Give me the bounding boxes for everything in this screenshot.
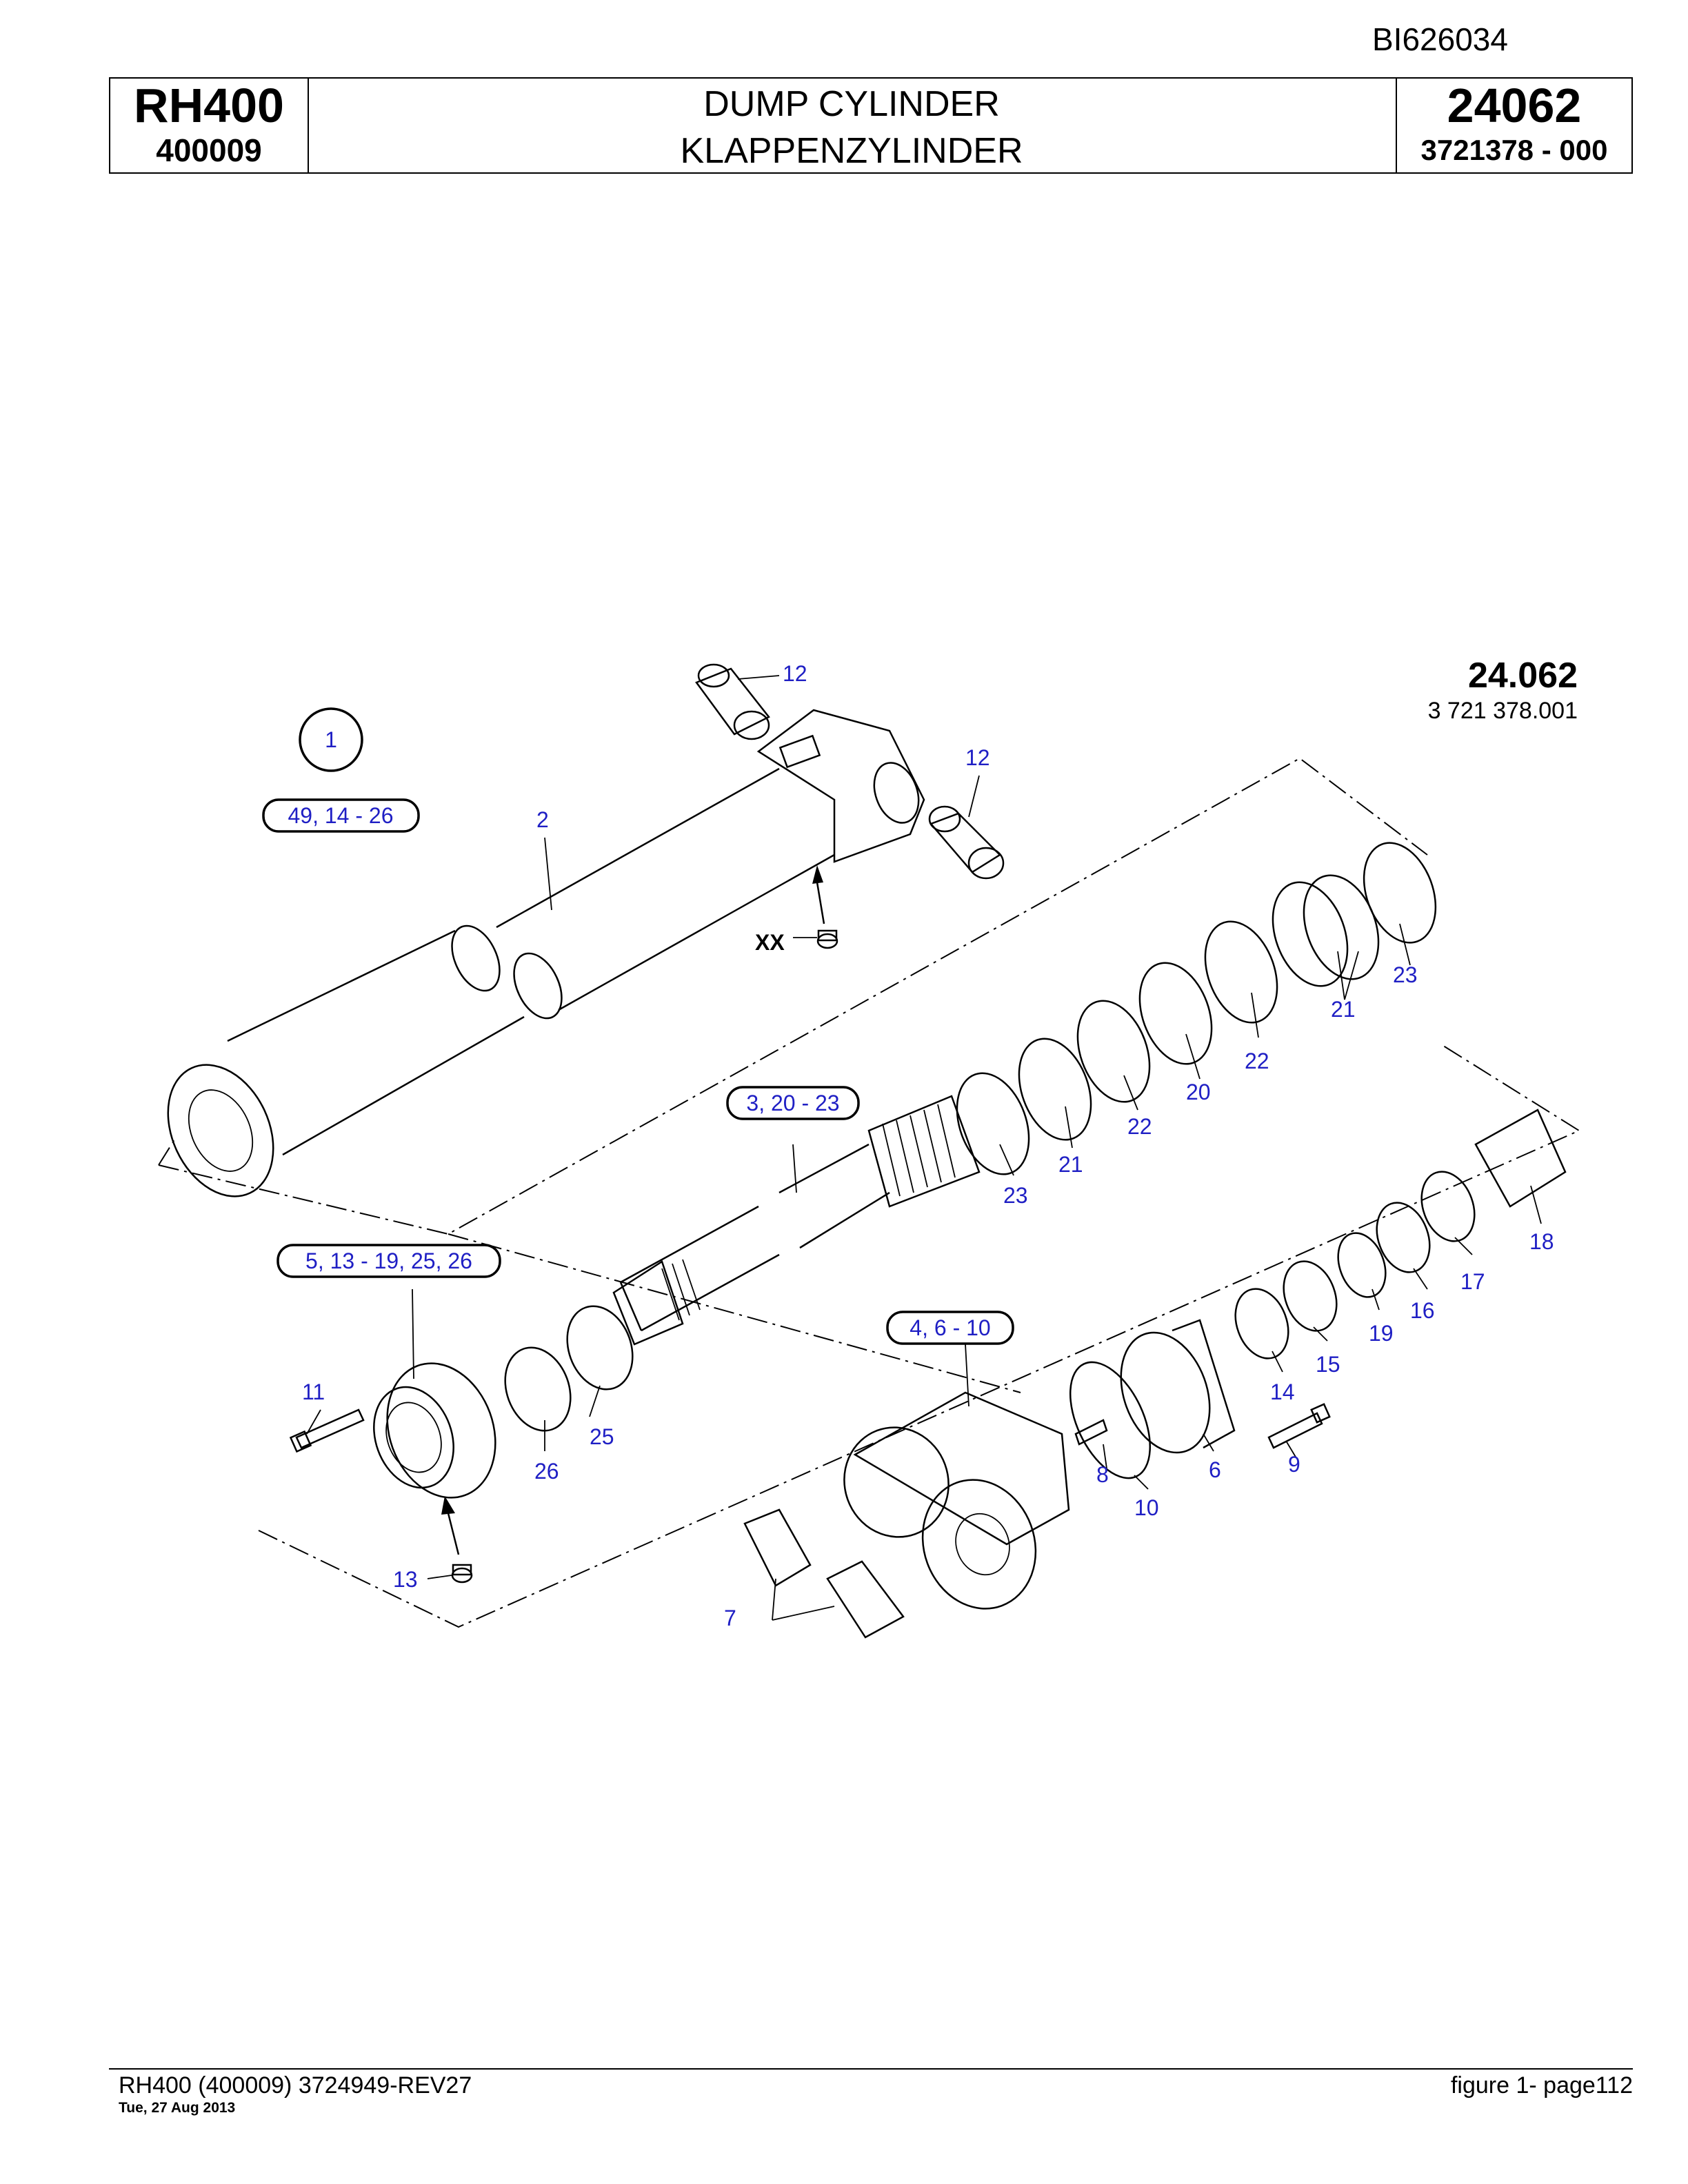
svg-text:21: 21 xyxy=(1331,997,1356,1022)
svg-text:23: 23 xyxy=(1003,1183,1028,1208)
callout-box-eye: 4, 6 - 10 xyxy=(886,1311,1014,1345)
svg-text:10: 10 xyxy=(1134,1495,1159,1520)
bolt-9 xyxy=(1267,1403,1331,1449)
svg-text:5, 13 - 19, 25, 26: 5, 13 - 19, 25, 26 xyxy=(305,1248,472,1273)
part-labels: 12 12 2 23 21 22 22 20 21 23 18 17 16 19… xyxy=(302,661,1554,1630)
bushings-7 xyxy=(743,1508,905,1639)
svg-text:8: 8 xyxy=(1096,1462,1109,1487)
group-cell: 24062 3721378 - 000 xyxy=(1396,79,1631,172)
callout-box-head: 5, 13 - 19, 25, 26 xyxy=(277,1244,501,1278)
footer-date: Tue, 27 Aug 2013 xyxy=(119,2100,236,2116)
svg-text:3, 20 - 23: 3, 20 - 23 xyxy=(746,1091,839,1115)
seal-rings-14-19 xyxy=(1234,1109,1567,1359)
svg-text:14: 14 xyxy=(1270,1379,1295,1404)
plug-xx xyxy=(816,929,838,949)
svg-text:11: 11 xyxy=(302,1379,325,1404)
item-circle: 1 xyxy=(299,707,363,772)
title-english: DUMP CYLINDER xyxy=(703,84,1000,124)
svg-text:12: 12 xyxy=(965,745,990,770)
model-cell: RH400 400009 xyxy=(110,79,309,172)
part-number: 3721378 - 000 xyxy=(1420,134,1608,166)
svg-text:2: 2 xyxy=(536,807,549,832)
group-number: 24062 xyxy=(1447,79,1582,132)
svg-text:23: 23 xyxy=(1393,962,1418,987)
title-german: KLAPPENZYLINDER xyxy=(680,131,1023,171)
svg-text:13: 13 xyxy=(393,1567,418,1592)
seal-ring-set-upper xyxy=(956,842,1437,1175)
svg-text:22: 22 xyxy=(1127,1114,1152,1139)
svg-text:22: 22 xyxy=(1245,1049,1269,1073)
svg-text:6: 6 xyxy=(1209,1457,1221,1482)
svg-text:19: 19 xyxy=(1369,1321,1394,1346)
callout-box-piston: 3, 20 - 23 xyxy=(726,1086,860,1120)
bushing-12-top xyxy=(695,663,770,740)
cylinder-head xyxy=(373,1305,634,1499)
serial-number: 400009 xyxy=(156,132,262,168)
svg-text:7: 7 xyxy=(724,1606,736,1630)
title-block: RH400 400009 DUMP CYLINDER KLAPPENZYLIND… xyxy=(109,77,1633,174)
footer-page: figure 1- page112 xyxy=(1450,2072,1633,2099)
title-cell: DUMP CYLINDER KLAPPENZYLINDER xyxy=(308,79,1396,172)
svg-text:21: 21 xyxy=(1058,1152,1083,1177)
figure-part-number: 3 721 378.001 xyxy=(1427,698,1578,724)
document-id: BI626034 xyxy=(1372,21,1508,57)
model-number: RH400 xyxy=(134,79,284,132)
svg-text:9: 9 xyxy=(1288,1452,1300,1477)
screw-11 xyxy=(289,1408,365,1453)
callout-box-group-1: 49, 14 - 26 xyxy=(262,798,420,833)
svg-text:1: 1 xyxy=(325,727,337,752)
footer-rule xyxy=(109,2068,1633,2070)
rod-eye xyxy=(843,1391,1070,1610)
svg-text:15: 15 xyxy=(1316,1352,1340,1377)
plug-13 xyxy=(451,1564,473,1584)
assembly-frame-lower xyxy=(258,1044,1581,1628)
svg-text:26: 26 xyxy=(534,1459,559,1484)
svg-text:25: 25 xyxy=(590,1424,614,1449)
oring-10 xyxy=(1069,1361,1152,1479)
svg-text:16: 16 xyxy=(1410,1298,1435,1323)
piston-rod xyxy=(612,1095,981,1346)
svg-text:49, 14 - 26: 49, 14 - 26 xyxy=(288,803,394,828)
pin-8 xyxy=(1074,1419,1108,1446)
bushing-12-right xyxy=(928,805,1005,880)
svg-text:12: 12 xyxy=(783,661,807,686)
gland-6 xyxy=(1120,1319,1236,1454)
svg-text:18: 18 xyxy=(1529,1229,1554,1254)
svg-text:17: 17 xyxy=(1460,1269,1485,1294)
leader-lines xyxy=(306,675,1542,1621)
footer-reference: RH400 (400009) 3724949-REV27 xyxy=(119,2072,472,2099)
figure-number: 24.062 xyxy=(1467,656,1578,696)
cylinder-tube xyxy=(167,709,925,1197)
arrows xyxy=(441,865,825,1555)
label-xx: XX xyxy=(755,930,785,955)
svg-text:4, 6 - 10: 4, 6 - 10 xyxy=(910,1315,990,1340)
svg-text:20: 20 xyxy=(1186,1080,1211,1104)
